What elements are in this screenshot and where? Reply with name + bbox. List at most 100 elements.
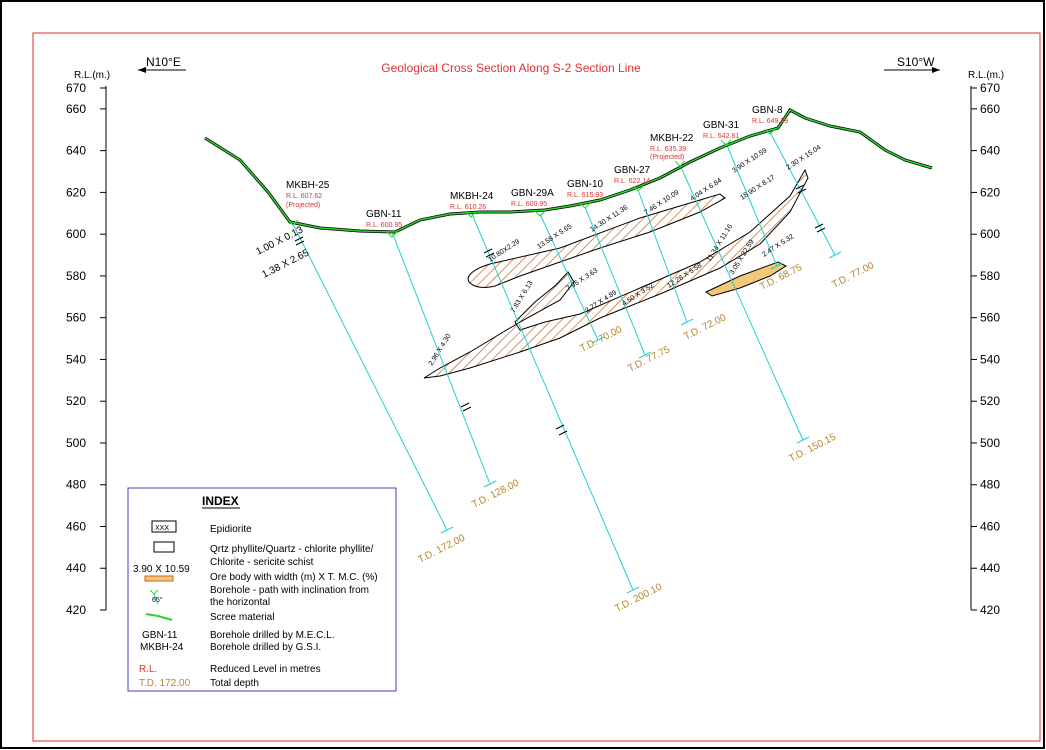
total-depth: T.D. 172.00 <box>416 532 467 565</box>
borehole-collar-icon <box>287 219 299 226</box>
left-axis-unit: R.L.(m.) <box>74 70 110 81</box>
borehole-inclination-icon: 65° <box>149 589 163 605</box>
break-marks <box>294 184 826 436</box>
epidiorite-symbol-text: XXX <box>155 525 169 532</box>
borehole-collar-icon <box>579 202 591 209</box>
axis-tick-label: 500 <box>980 436 1000 450</box>
total-depth: T.D. 72.00 <box>682 312 728 343</box>
legend-label: Chlorite - sericite schist <box>210 557 314 568</box>
borehole-name: GBN-29A <box>511 188 554 199</box>
axis-tick-label: 620 <box>66 185 86 199</box>
index-title: INDEX <box>202 494 239 508</box>
borehole-collar-icon <box>632 185 644 192</box>
borehole-labels: MKBH-25 R.L. 607.62 (Projected) GBN-11 R… <box>286 105 788 229</box>
borehole-path-mkbh-24 <box>470 211 634 591</box>
axis-tick-label: 420 <box>980 603 1000 617</box>
axis-tick-label: 500 <box>66 436 86 450</box>
axis-tick-label: 440 <box>66 561 86 575</box>
ore-sample-text: 3.90 X 10.59 <box>133 564 190 575</box>
diagram-title: Geological Cross Section Along S-2 Secti… <box>381 61 641 75</box>
right-axis: R.L.(m.) 670 660 640 620 600 580 560 540 520 500 4… <box>968 70 1004 617</box>
borehole-name: GBN-31 <box>703 120 740 131</box>
borehole-name: GBN-11 <box>366 209 402 220</box>
phyllite-symbol <box>153 541 175 553</box>
borehole-path-gbn-10 <box>584 206 646 356</box>
borehole-collar-icon <box>465 211 477 218</box>
legend-label: Total depth <box>210 678 259 689</box>
borehole-name: GBN-8 <box>752 105 783 116</box>
legend-label: Scree material <box>210 612 274 623</box>
borehole-collar-icon <box>674 160 686 167</box>
total-depth: T.D. 200.10 <box>613 581 664 614</box>
axis-tick-label: 620 <box>980 185 1000 199</box>
borehole-collar-icon <box>720 139 732 146</box>
borehole-rl: R.L. 622.14 <box>614 178 650 185</box>
axis-tick-label: 520 <box>66 394 86 408</box>
axis-tick-label: 580 <box>66 269 86 283</box>
boreholes <box>292 131 842 594</box>
collar-markers <box>287 128 776 238</box>
legend-label: Qrtz phyllite/Quartz - chlorite phyllite… <box>210 544 374 555</box>
borehole-name: MKBH-22 <box>650 133 694 144</box>
svg-text:65°: 65° <box>152 596 163 604</box>
axis-tick-label: 520 <box>980 394 1000 408</box>
axis-tick-label: 670 <box>66 81 86 95</box>
direction-left: N10°E <box>138 55 186 73</box>
borehole-projected: (Projected) <box>286 202 320 209</box>
legend-symbol-text: R.L. <box>139 664 157 675</box>
axis-tick-label: 560 <box>980 311 1000 325</box>
red-border <box>32 32 1041 742</box>
total-depth: T.D. 150.15 <box>787 431 838 464</box>
intersection-label: 3.90 X 10.59 <box>731 147 768 175</box>
axis-tick-label: 580 <box>980 269 1000 283</box>
borehole-path-gbn-27 <box>637 189 688 323</box>
borehole-projected: (Projected) <box>650 154 684 161</box>
borehole-path-gbn-8 <box>769 131 836 256</box>
intersection-label: 2.96 X 4.30 <box>428 333 453 367</box>
legend-label: Ore body with width (m) X T. M.C. (%) <box>210 572 378 583</box>
ore-body-lens <box>704 261 788 297</box>
direction-right: S10°W <box>884 55 940 73</box>
ore-body-symbol <box>144 575 174 582</box>
right-axis-unit: R.L.(m.) <box>968 70 1004 81</box>
borehole-path-gbn-29a <box>539 213 599 341</box>
right-arrow-icon <box>932 67 940 73</box>
borehole-collar-icon <box>764 128 776 135</box>
total-depth: T.D. 77.00 <box>830 260 876 291</box>
legend-symbol-text: GBN-11 <box>142 630 178 641</box>
borehole-rl: R.L. 607.62 <box>286 193 322 200</box>
borehole-path-gbn-11 <box>391 231 491 485</box>
direction-right-label: S10°W <box>897 55 935 69</box>
scree-symbol <box>145 613 173 621</box>
borehole-rl: R.L. 600.95 <box>366 222 402 229</box>
borehole-rl: R.L. 642.81 <box>703 133 739 140</box>
legend-symbol-text: MKBH-24 <box>140 642 184 653</box>
borehole-collar-icon <box>386 231 398 238</box>
borehole-name: MKBH-25 <box>286 180 330 191</box>
borehole-rl: R.L. 649.39 <box>752 118 788 125</box>
axis-tick-label: 670 <box>980 81 1000 95</box>
ground-surface-scree <box>204 108 933 234</box>
axis-tick-label: 640 <box>980 144 1000 158</box>
axis-tick-label: 480 <box>66 478 86 492</box>
axis-tick-label: 540 <box>980 352 1000 366</box>
borehole-rl: R.L. 610.26 <box>450 204 486 211</box>
total-depth: T.D. 70.00 <box>578 324 624 355</box>
legend-label: Borehole - path with inclination from <box>210 585 369 596</box>
borehole-path-mkbh-25 <box>292 223 448 531</box>
axis-tick-label: 420 <box>66 603 86 617</box>
legend-symbol-text: T.D. 172.00 <box>139 678 191 689</box>
left-arrow-icon <box>138 67 146 73</box>
axis-tick-label: 600 <box>66 227 86 241</box>
axis-tick-label: 460 <box>66 519 86 533</box>
total-depth: T.D. 77.75 <box>626 344 672 375</box>
axis-tick-label: 600 <box>980 227 1000 241</box>
axis-tick-label: 540 <box>66 352 86 366</box>
borehole-rl: R.L. 635.39 <box>650 146 686 153</box>
direction-left-label: N10°E <box>146 55 181 69</box>
axis-tick-label: 660 <box>980 102 1000 116</box>
borehole-rl: R.L. 615.93 <box>567 192 603 199</box>
borehole-collar-icon <box>534 210 546 217</box>
axis-tick-label: 640 <box>66 144 86 158</box>
